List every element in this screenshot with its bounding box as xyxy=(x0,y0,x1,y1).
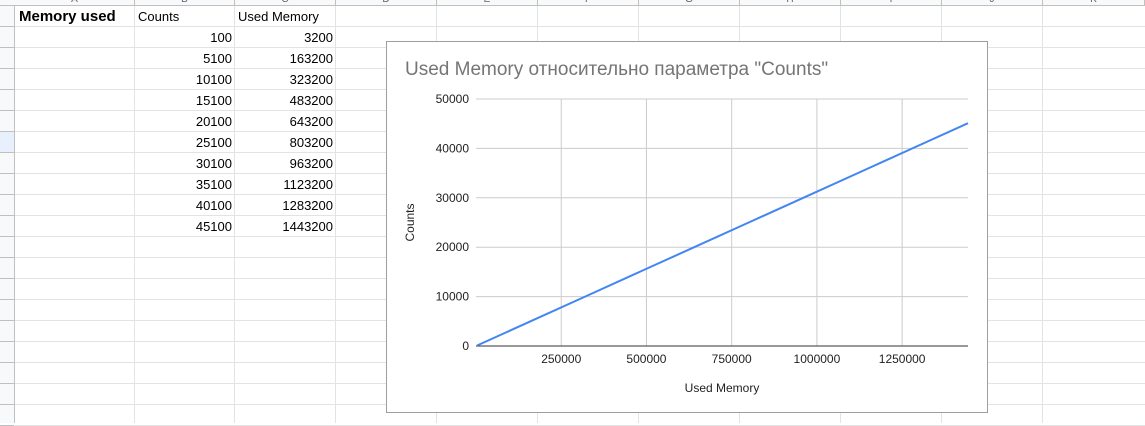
grid-column-line xyxy=(335,6,336,423)
row-header[interactable] xyxy=(0,132,14,153)
series-line xyxy=(476,122,969,347)
row-header[interactable] xyxy=(0,384,14,405)
x-axis-label: Used Memory xyxy=(685,381,760,395)
row-header[interactable] xyxy=(0,279,14,300)
column-header-g[interactable]: G xyxy=(639,0,740,5)
x-tick-label: 1000000 xyxy=(794,352,841,366)
column-header-a[interactable]: A xyxy=(15,0,135,5)
row-header[interactable] xyxy=(0,6,14,27)
grid-column-line xyxy=(134,6,135,423)
column-header-h[interactable]: H xyxy=(740,0,841,5)
cell-used-memory[interactable]: 1283200 xyxy=(282,198,333,213)
column-header-bar: ABCDEFGHIJK xyxy=(0,0,1145,6)
y-tick-label: 0 xyxy=(462,339,469,353)
column-header-i[interactable]: I xyxy=(841,0,942,5)
column-header-b[interactable]: B xyxy=(135,0,235,5)
cell-used-memory[interactable]: 1123200 xyxy=(283,177,333,192)
row-header-strip xyxy=(0,6,15,426)
column-header-k[interactable]: K xyxy=(1043,0,1145,5)
y-tick-label: 10000 xyxy=(436,290,470,304)
cell-counts[interactable]: 20100 xyxy=(195,114,232,129)
chart[interactable]: Used Memory относительно параметра "Coun… xyxy=(386,41,988,413)
cell-counts[interactable]: 5100 xyxy=(203,51,232,66)
x-tick-label: 750000 xyxy=(712,352,752,366)
y-tick-label: 30000 xyxy=(436,191,470,205)
cell-used-memory[interactable]: 483200 xyxy=(289,93,333,108)
y-axis-label: Counts xyxy=(403,203,417,241)
row-header[interactable] xyxy=(0,48,14,69)
cell-used-memory[interactable]: 643200 xyxy=(289,114,333,129)
cell-header-used-memory[interactable]: Used Memory xyxy=(238,9,319,24)
row-header[interactable] xyxy=(0,363,14,384)
column-header-f[interactable]: F xyxy=(538,0,639,5)
row-header[interactable] xyxy=(0,90,14,111)
cell-used-memory[interactable]: 803200 xyxy=(289,135,333,150)
column-header-j[interactable]: J xyxy=(942,0,1043,5)
cell-used-memory[interactable]: 1443200 xyxy=(282,219,333,234)
cell-used-memory[interactable]: 3200 xyxy=(304,30,333,45)
y-tick-label: 50000 xyxy=(436,92,470,106)
grid-column-line xyxy=(1042,6,1043,423)
cell-counts[interactable]: 40100 xyxy=(195,198,232,213)
row-header[interactable] xyxy=(0,237,14,258)
row-header[interactable] xyxy=(0,174,14,195)
chart-title: Used Memory относительно параметра "Coun… xyxy=(405,59,829,80)
row-header[interactable] xyxy=(0,69,14,90)
cell-counts[interactable]: 25100 xyxy=(195,135,232,150)
cell-header-counts[interactable]: Counts xyxy=(138,9,180,24)
cell-counts[interactable]: 15100 xyxy=(195,93,232,108)
y-tick-label: 40000 xyxy=(436,141,470,155)
cell-counts[interactable]: 100 xyxy=(210,30,232,45)
row-header[interactable] xyxy=(0,216,14,237)
cell-a1-title[interactable]: Memory used xyxy=(19,8,116,25)
row-header[interactable] xyxy=(0,258,14,279)
cell-used-memory[interactable]: 163200 xyxy=(289,51,333,66)
column-header-e[interactable]: E xyxy=(437,0,538,5)
grid-column-line xyxy=(234,6,235,423)
y-tick-label: 20000 xyxy=(436,240,470,254)
column-header-c[interactable]: C xyxy=(235,0,336,5)
column-header-d[interactable]: D xyxy=(336,0,437,5)
x-tick-label: 1250000 xyxy=(879,352,926,366)
cell-used-memory[interactable]: 963200 xyxy=(289,156,333,171)
x-tick-label: 250000 xyxy=(541,352,581,366)
cell-used-memory[interactable]: 323200 xyxy=(289,72,333,87)
grid-row-line xyxy=(15,26,1145,27)
row-header[interactable] xyxy=(0,321,14,342)
cell-counts[interactable]: 10100 xyxy=(195,72,232,87)
cell-counts[interactable]: 30100 xyxy=(195,156,232,171)
chart-plot: 0 10000 20000 30000 40000 50000 250000 500000 75… xyxy=(403,92,969,395)
cell-counts[interactable]: 45100 xyxy=(195,219,232,234)
cell-counts[interactable]: 35100 xyxy=(195,177,232,192)
row-header[interactable] xyxy=(0,153,14,174)
row-header[interactable] xyxy=(0,195,14,216)
x-tick-label: 500000 xyxy=(626,352,666,366)
row-header[interactable] xyxy=(0,300,14,321)
row-header[interactable] xyxy=(0,111,14,132)
row-header[interactable] xyxy=(0,342,14,363)
row-header[interactable] xyxy=(0,27,14,48)
